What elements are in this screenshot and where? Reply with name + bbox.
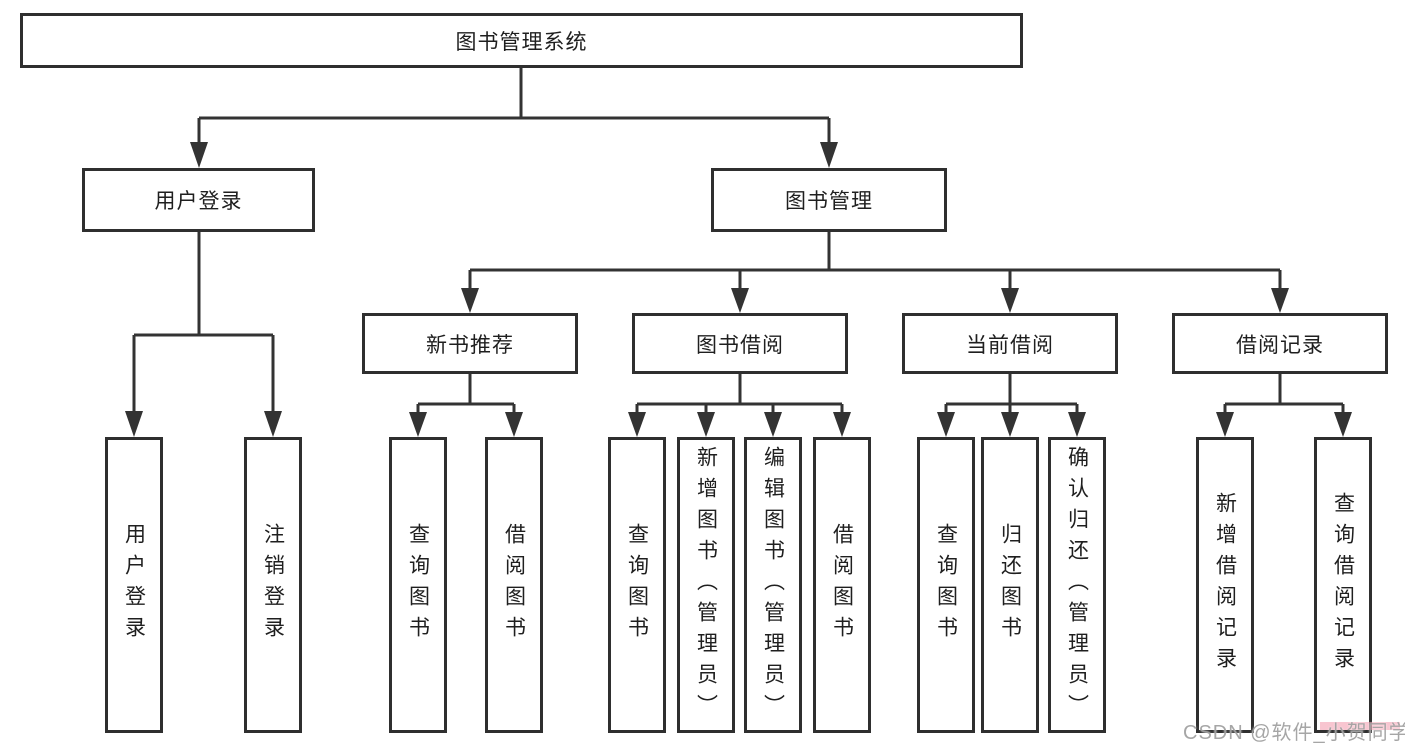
arrowhead (937, 412, 955, 437)
arrowhead (1001, 288, 1019, 313)
arrowhead (1068, 412, 1086, 437)
leaf-user-login-label: 用户登录 (122, 523, 146, 647)
leaf-query-books-recommend: 查询图书 (389, 437, 447, 733)
arrowhead (628, 412, 646, 437)
node-book-management-label: 图书管理 (785, 190, 873, 213)
leaf-add-borrow-record: 新增借阅记录 (1196, 437, 1254, 733)
leaf-edit-books-admin-label: 编辑图书（管理员） (761, 445, 785, 725)
csdn-watermark: CSDN @软件_小贺同学 (1183, 722, 1405, 744)
leaf-borrow-books-recommend-label: 借阅图书 (502, 523, 526, 647)
node-borrow-record-label: 借阅记录 (1236, 333, 1324, 357)
arrowhead (264, 411, 282, 437)
leaf-query-borrow-record-label: 查询借阅记录 (1331, 492, 1355, 678)
watermark-accent-bar (1320, 722, 1400, 730)
leaf-query-books-borrow-label: 查询图书 (625, 523, 649, 647)
node-book-borrow-label: 图书借阅 (696, 333, 784, 357)
arrowhead (190, 142, 208, 168)
node-new-book-recommend-label: 新书推荐 (426, 333, 514, 357)
connector-borrow-record-split (1223, 374, 1345, 415)
leaf-add-borrow-record-label: 新增借阅记录 (1213, 492, 1237, 678)
node-new-book-recommend: 新书推荐 (362, 313, 578, 374)
node-root-label: 图书管理系统 (455, 30, 588, 54)
leaf-query-books-recommend-label: 查询图书 (406, 523, 430, 647)
arrowhead (1271, 288, 1289, 313)
leaf-borrow-books: 借阅图书 (813, 437, 871, 733)
leaf-query-books-borrow: 查询图书 (608, 437, 666, 733)
leaf-confirm-return-admin: 确认归还（管理员） (1048, 437, 1106, 733)
arrowhead (764, 412, 782, 437)
leaf-add-books-admin: 新增图书（管理员） (677, 437, 735, 733)
arrowhead (409, 412, 427, 437)
arrowhead (505, 412, 523, 437)
leaf-add-books-admin-label: 新增图书（管理员） (694, 445, 718, 725)
arrowhead (697, 412, 715, 437)
leaf-logout: 注销登录 (244, 437, 302, 733)
node-user-login: 用户登录 (82, 168, 315, 232)
connector-new-book-split (416, 374, 516, 415)
leaf-query-borrow-record: 查询借阅记录 (1314, 437, 1372, 733)
connector-root-split (197, 68, 831, 145)
connector-book-borrow-split (635, 374, 844, 415)
leaf-query-books-current: 查询图书 (917, 437, 975, 733)
arrowhead (1001, 412, 1019, 437)
node-user-login-label: 用户登录 (154, 190, 243, 213)
leaf-borrow-books-label: 借阅图书 (830, 523, 854, 647)
arrowhead (461, 288, 479, 313)
node-current-borrow: 当前借阅 (902, 313, 1118, 374)
connector-user-login-split (132, 232, 275, 414)
node-book-management: 图书管理 (711, 168, 947, 232)
node-borrow-record: 借阅记录 (1172, 313, 1388, 374)
leaf-borrow-books-recommend: 借阅图书 (485, 437, 543, 733)
arrowhead (833, 412, 851, 437)
leaf-user-login: 用户登录 (105, 437, 163, 733)
node-root: 图书管理系统 (20, 13, 1023, 68)
arrowheads (125, 142, 1352, 437)
arrowhead (820, 142, 838, 168)
arrowhead (1334, 412, 1352, 437)
node-book-borrow: 图书借阅 (632, 313, 848, 374)
arrowhead (125, 411, 143, 437)
connector-book-management-split (468, 232, 1282, 291)
leaf-edit-books-admin: 编辑图书（管理员） (744, 437, 802, 733)
leaf-confirm-return-admin-label: 确认归还（管理员） (1065, 445, 1089, 725)
node-current-borrow-label: 当前借阅 (966, 333, 1054, 357)
arrowhead (1216, 412, 1234, 437)
leaf-query-books-current-label: 查询图书 (934, 523, 958, 647)
leaf-return-books: 归还图书 (981, 437, 1039, 733)
leaf-return-books-label: 归还图书 (998, 523, 1022, 647)
connector-current-borrow-split (944, 374, 1079, 415)
arrowhead (731, 288, 749, 313)
leaf-logout-label: 注销登录 (261, 523, 285, 647)
